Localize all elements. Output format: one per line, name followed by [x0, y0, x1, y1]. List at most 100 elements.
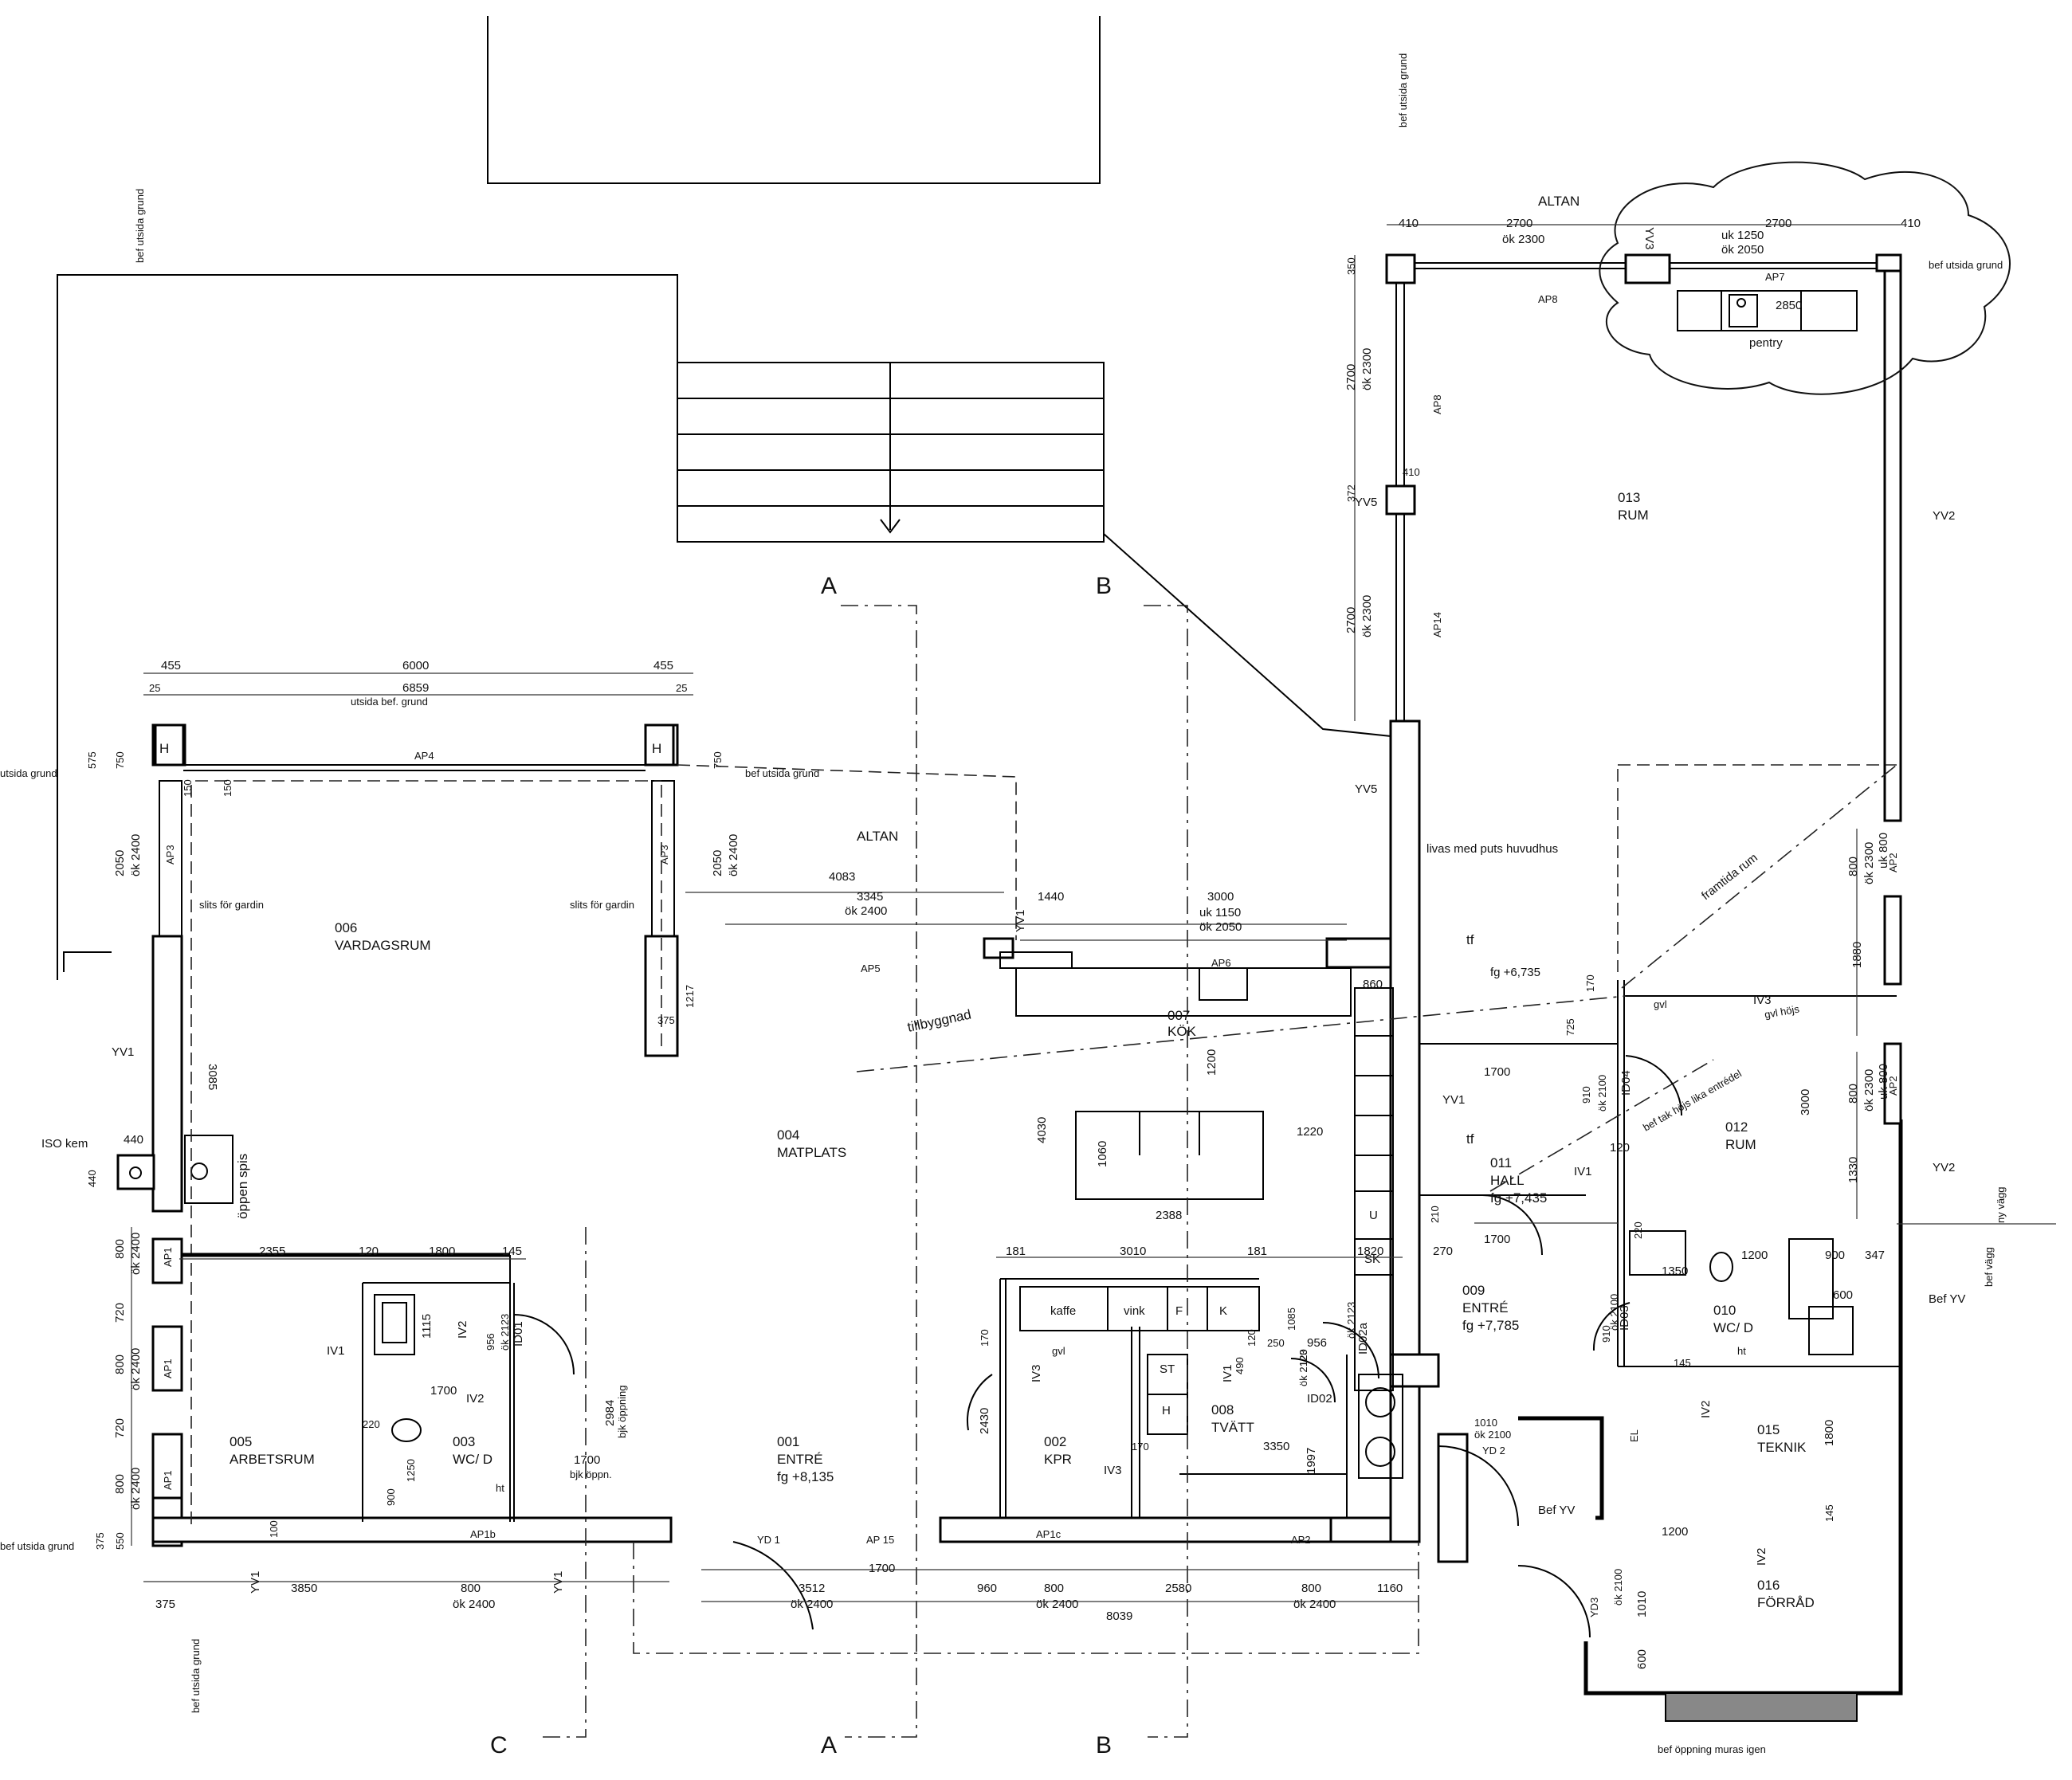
dim: 1085: [1285, 1308, 1297, 1331]
framtida-rum-label: framtida rum: [1699, 851, 1760, 903]
dim: 800: [1846, 1084, 1860, 1104]
bef-utsida-grund-right: bef utsida grund: [1929, 259, 2003, 271]
dim: 25: [676, 682, 687, 694]
id03: ID03: [1618, 1305, 1631, 1331]
room-006-name: VARDAGSRUM: [335, 938, 431, 953]
bjk-oppning: bjk öppning: [616, 1386, 628, 1439]
dim: 2850: [1776, 299, 1802, 312]
room-013-name: RUM: [1618, 508, 1649, 523]
gvl-kpr: gvl: [1052, 1345, 1065, 1357]
ny-vagg: ny vägg: [1995, 1186, 2007, 1223]
k-label: K: [1219, 1304, 1227, 1318]
dim: 1700: [869, 1562, 895, 1575]
room-016-name: FÖRRÅD: [1757, 1595, 1815, 1610]
dim: 1700: [430, 1384, 457, 1398]
livas-note: livas med puts huvudhus: [1426, 842, 1558, 856]
dim: ök 2123: [1297, 1350, 1309, 1386]
dim: 2700: [1765, 217, 1791, 230]
dim: 956: [1307, 1336, 1327, 1350]
bef-utsida-grund-top: bef utsida grund: [1397, 53, 1409, 127]
dim: ök 2300: [1360, 348, 1374, 390]
walls: [116, 253, 1903, 1696]
dim: 600: [1635, 1649, 1649, 1669]
bathroom-fixtures: [374, 1230, 1854, 1442]
dim: 440: [124, 1133, 143, 1147]
dim: 900: [1825, 1249, 1845, 1262]
h-post-right: H: [652, 741, 661, 756]
room-001-name: ENTRÉ: [777, 1452, 823, 1467]
dim: 145: [1674, 1357, 1691, 1369]
ap6: AP6: [1211, 957, 1231, 969]
iv2-c: IV2: [1699, 1400, 1713, 1418]
ap3-left: AP3: [164, 845, 176, 865]
room-009-level: fg +7,785: [1462, 1318, 1519, 1333]
iv1-a: IV1: [327, 1344, 345, 1358]
dim: 900: [385, 1488, 397, 1506]
room-012-name: RUM: [1725, 1137, 1756, 1152]
iv2-a: IV2: [456, 1320, 469, 1339]
dim: 6859: [402, 681, 429, 695]
section-a-bottom: A: [821, 1732, 837, 1758]
ok-2050b: ök 2050: [1199, 920, 1242, 934]
dim: 1700: [1484, 1233, 1510, 1246]
dim: 375: [155, 1598, 175, 1611]
dim: 8039: [1106, 1609, 1132, 1623]
yv3-top: YV3: [1642, 227, 1656, 249]
uk-1150: uk 1150: [1199, 906, 1241, 919]
yv1-b: YV1: [249, 1571, 262, 1594]
dim: ök 2400: [1293, 1598, 1336, 1611]
dim: 120: [1610, 1141, 1630, 1155]
dim: 1010: [1635, 1591, 1649, 1617]
dim: ök 2400: [129, 834, 143, 876]
dim: 800: [113, 1355, 127, 1374]
dim: 800: [113, 1474, 127, 1494]
yv1-e: YV1: [1442, 1093, 1465, 1107]
iv3-b: IV3: [1104, 1464, 1122, 1477]
dim: 375: [94, 1532, 106, 1550]
iv1-b: IV1: [1574, 1165, 1592, 1178]
id02: ID02: [1307, 1392, 1332, 1406]
dim: 1800: [1823, 1420, 1836, 1446]
iso-kem-label: ISO kem: [41, 1137, 88, 1151]
dim: 2355: [259, 1245, 285, 1258]
revision-cloud: [1599, 161, 2011, 395]
dim: 410: [1399, 217, 1419, 230]
room-015-name: TEKNIK: [1757, 1440, 1807, 1455]
room-003-name: WC/ D: [453, 1452, 492, 1467]
bef-oppning-note: bef öppning muras igen: [1658, 1743, 1766, 1755]
dim: ök 2400: [727, 834, 740, 876]
dim: 2700: [1506, 217, 1532, 230]
dim: 210: [1429, 1206, 1441, 1223]
room-005-num: 005: [230, 1434, 252, 1449]
dim: 220: [363, 1418, 380, 1430]
dim: ök 2100: [1474, 1429, 1511, 1441]
dim: 410: [1403, 466, 1420, 478]
dim: 120: [359, 1245, 379, 1258]
ap2-right-2: AP2: [1887, 1076, 1899, 1096]
dim: ök 2400: [129, 1233, 143, 1275]
pentry-counter: [1677, 290, 1858, 331]
level-tf1: fg +6,735: [1490, 966, 1540, 979]
id04: ID04: [1619, 1070, 1633, 1096]
room-013-num: 013: [1618, 490, 1640, 505]
ap7: AP7: [1765, 271, 1785, 283]
dim: 2388: [1156, 1209, 1182, 1222]
room-011-num: 011: [1490, 1155, 1512, 1170]
room-011-level: fg +7,435: [1490, 1190, 1547, 1206]
room-006-num: 006: [335, 920, 357, 935]
dim: 170: [979, 1329, 991, 1347]
ap3-right: AP3: [658, 845, 670, 865]
dim: 1880: [1850, 942, 1864, 968]
room-008-num: 008: [1211, 1402, 1234, 1417]
pentry-label: pentry: [1749, 336, 1783, 350]
dim: ök 2400: [129, 1348, 143, 1390]
dim: 170: [1584, 974, 1596, 992]
st-label: ST: [1160, 1362, 1175, 1376]
dim: 100: [268, 1520, 280, 1538]
tf-label-1: tf: [1466, 932, 1474, 947]
ap8-side: AP8: [1431, 394, 1443, 414]
dim: 1350: [1662, 1264, 1688, 1278]
room-012-num: 012: [1725, 1119, 1748, 1135]
room-009-name: ENTRÉ: [1462, 1300, 1509, 1315]
bricked-opening: [1665, 1692, 1858, 1722]
